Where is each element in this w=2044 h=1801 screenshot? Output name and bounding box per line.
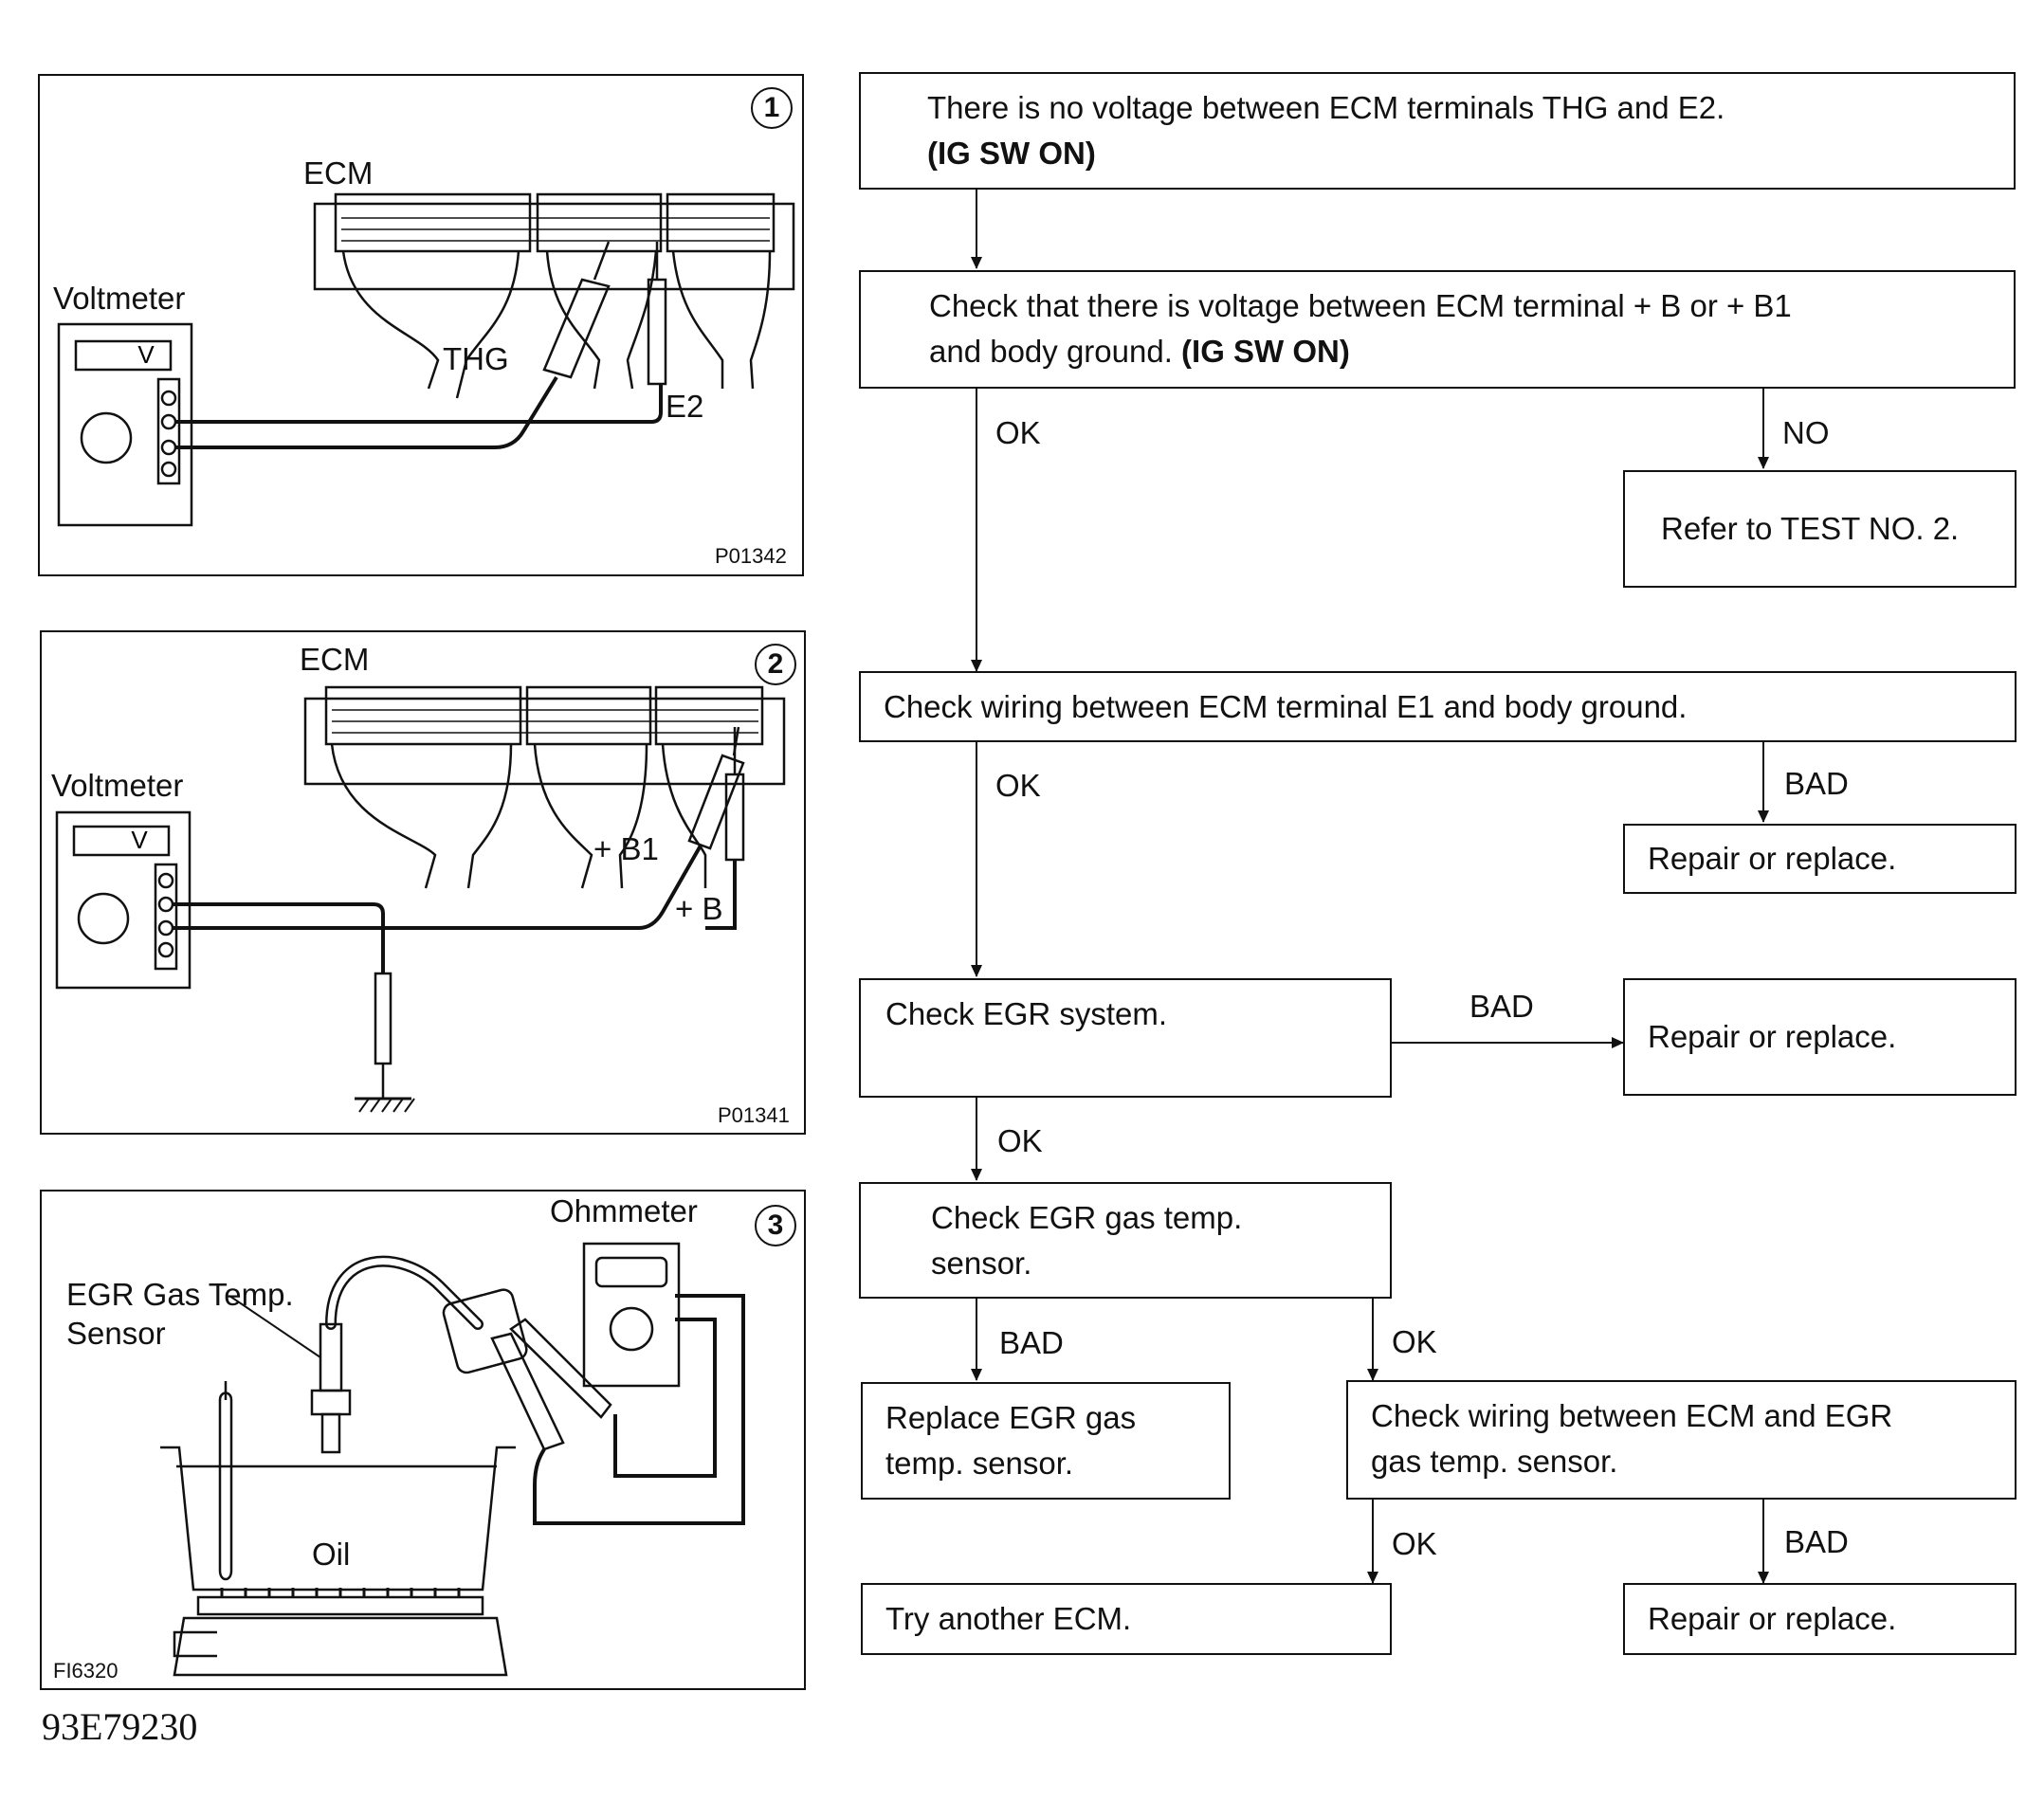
figure-code: P01341 — [718, 1103, 790, 1127]
flow-repair1-box: Repair or replace. — [1623, 824, 2017, 894]
flow-label-bad4: BAD — [1784, 1524, 1849, 1559]
harness-bundle-1 — [341, 250, 440, 390]
flow-check-b-line2: and body ground. (IG SW ON) — [929, 334, 1350, 369]
flow-label-no1: NO — [1782, 415, 1830, 450]
ecm-label: ECM — [303, 155, 374, 191]
panel-3-illustration — [160, 1242, 745, 1677]
flow-start-line2: (IG SW ON) — [927, 136, 1096, 171]
voltmeter-face-label: V — [131, 826, 148, 854]
flow-start-box: There is no voltage between ECM terminal… — [859, 72, 2016, 190]
flow-label-ok5: OK — [1392, 1526, 1437, 1561]
lead-positive — [173, 845, 703, 930]
flow-replace-sensor-line1: Replace EGR gas — [885, 1400, 1137, 1435]
flow-check-e1-box: Check wiring between ECM terminal E1 and… — [859, 671, 2017, 742]
ecm-connector-c — [666, 192, 776, 253]
flow-start-line1: There is no voltage between ECM terminal… — [927, 90, 1725, 125]
harness-bundle-2 — [545, 250, 601, 390]
flow-repair2-text: Repair or replace. — [1648, 1019, 1897, 1054]
flow-check-egr-system-box: Check EGR system. — [859, 978, 1392, 1098]
flow-label-ok3: OK — [997, 1123, 1043, 1158]
panel-1-voltage-check-thg-e2: V 1 ECM Voltmeter THG E2 P01342 — [38, 74, 804, 576]
lead-thg — [175, 375, 558, 449]
voltmeter-label: Voltmeter — [53, 281, 186, 316]
flow-check-sensor-box: Check EGR gas temp. sensor. — [859, 1182, 1392, 1299]
panel-1-illustration: V — [57, 192, 795, 527]
ecm-connector-b — [525, 685, 652, 746]
figure-code: P01342 — [715, 544, 787, 568]
panel-2-voltage-check-b-b1: V 2 ECM Voltmeter + B1 + B P01341 — [40, 630, 806, 1135]
lead-b — [613, 1318, 717, 1478]
flow-check-wiring-sensor-line1: Check wiring between ECM and EGR — [1371, 1398, 1893, 1433]
flow-check-sensor-line2: sensor. — [931, 1246, 1032, 1281]
flow-repair1-text: Repair or replace. — [1648, 841, 1897, 876]
probe-b — [509, 1318, 612, 1419]
oil-pan — [160, 1446, 516, 1592]
voltmeter-display — [72, 825, 171, 857]
flow-check-wiring-sensor-box: Check wiring between ECM and EGR gas tem… — [1346, 1380, 2017, 1500]
voltmeter-face-label: V — [137, 340, 155, 369]
lead-ground — [173, 902, 385, 973]
flow-repair2-box: Repair or replace. — [1623, 978, 2017, 1096]
probe-b1 — [687, 754, 745, 850]
ohmmeter-label: Ohmmeter — [550, 1193, 698, 1228]
lead-a — [533, 1294, 745, 1525]
flow-try-ecm-text: Try another ECM. — [885, 1601, 1132, 1636]
flow-repair3-text: Repair or replace. — [1648, 1601, 1897, 1636]
flow-check-egr-system-text: Check EGR system. — [885, 996, 1168, 1031]
flow-label-ok2: OK — [995, 768, 1041, 803]
probe-thg — [542, 278, 611, 379]
flow-check-sensor-line1: Check EGR gas temp. — [931, 1200, 1243, 1235]
flow-check-b-voltage-box: Check that there is voltage between ECM … — [859, 270, 2016, 389]
probe-a — [490, 1332, 565, 1451]
oil-label: Oil — [312, 1537, 351, 1572]
thermometer — [218, 1392, 233, 1581]
voltmeter-body — [55, 810, 192, 990]
b-label: + B — [675, 891, 723, 926]
ecm-connector-b — [536, 192, 663, 253]
flow-check-b-line1: Check that there is voltage between ECM … — [929, 288, 1792, 323]
ecm-connector-a — [334, 192, 532, 253]
flow-label-ok1: OK — [995, 415, 1041, 450]
flow-label-bad2: BAD — [1469, 989, 1534, 1024]
voltmeter-body — [57, 322, 193, 527]
ecm-connector-a — [324, 685, 522, 746]
panel-2-illustration: V — [55, 685, 786, 1113]
flow-label-bad1: BAD — [1784, 766, 1849, 801]
flow-label-bad3: BAD — [999, 1325, 1064, 1360]
flow-replace-sensor-line2: temp. sensor. — [885, 1446, 1074, 1481]
harness-bundle-3 — [671, 250, 724, 389]
figure-code: FI6320 — [53, 1659, 119, 1683]
ecm-housing — [303, 697, 786, 786]
ohmmeter-body — [582, 1242, 681, 1388]
panel-number-badge: 2 — [755, 644, 796, 685]
panel-number-badge: 3 — [755, 1205, 796, 1246]
panel-number-badge: 1 — [751, 87, 793, 129]
ecm-connector-c — [654, 685, 764, 746]
flow-try-ecm-box: Try another ECM. — [861, 1583, 1392, 1655]
b1-label: + B1 — [593, 831, 659, 866]
e2-label: E2 — [666, 389, 704, 424]
flow-refer-test-box: Refer to TEST NO. 2. — [1623, 470, 2017, 588]
flow-replace-sensor-box: Replace EGR gas temp. sensor. — [861, 1382, 1231, 1500]
document-code: 93E79230 — [42, 1705, 198, 1748]
sensor-label-line2: Sensor — [66, 1316, 166, 1351]
flow-check-e1-text: Check wiring between ECM terminal E1 and… — [884, 689, 1688, 724]
flow-repair3-box: Repair or replace. — [1623, 1583, 2017, 1655]
flow-label-ok4: OK — [1392, 1324, 1437, 1359]
panel-3-sensor-resistance-check: 3 Ohmmeter EGR Gas Temp. Sensor Oil FI63… — [40, 1190, 806, 1690]
ground-symbol — [358, 1098, 415, 1113]
lead-e2 — [175, 384, 663, 424]
flow-refer-test-text: Refer to TEST NO. 2. — [1661, 511, 1960, 546]
ecm-label: ECM — [300, 642, 370, 677]
flow-check-wiring-sensor-line2: gas temp. sensor. — [1371, 1444, 1618, 1479]
voltmeter-display — [74, 339, 173, 372]
voltmeter-label: Voltmeter — [51, 768, 184, 803]
sensor-label-line1: EGR Gas Temp. — [66, 1277, 294, 1312]
sensor-tip — [320, 1412, 341, 1454]
thg-label: THG — [443, 341, 509, 376]
